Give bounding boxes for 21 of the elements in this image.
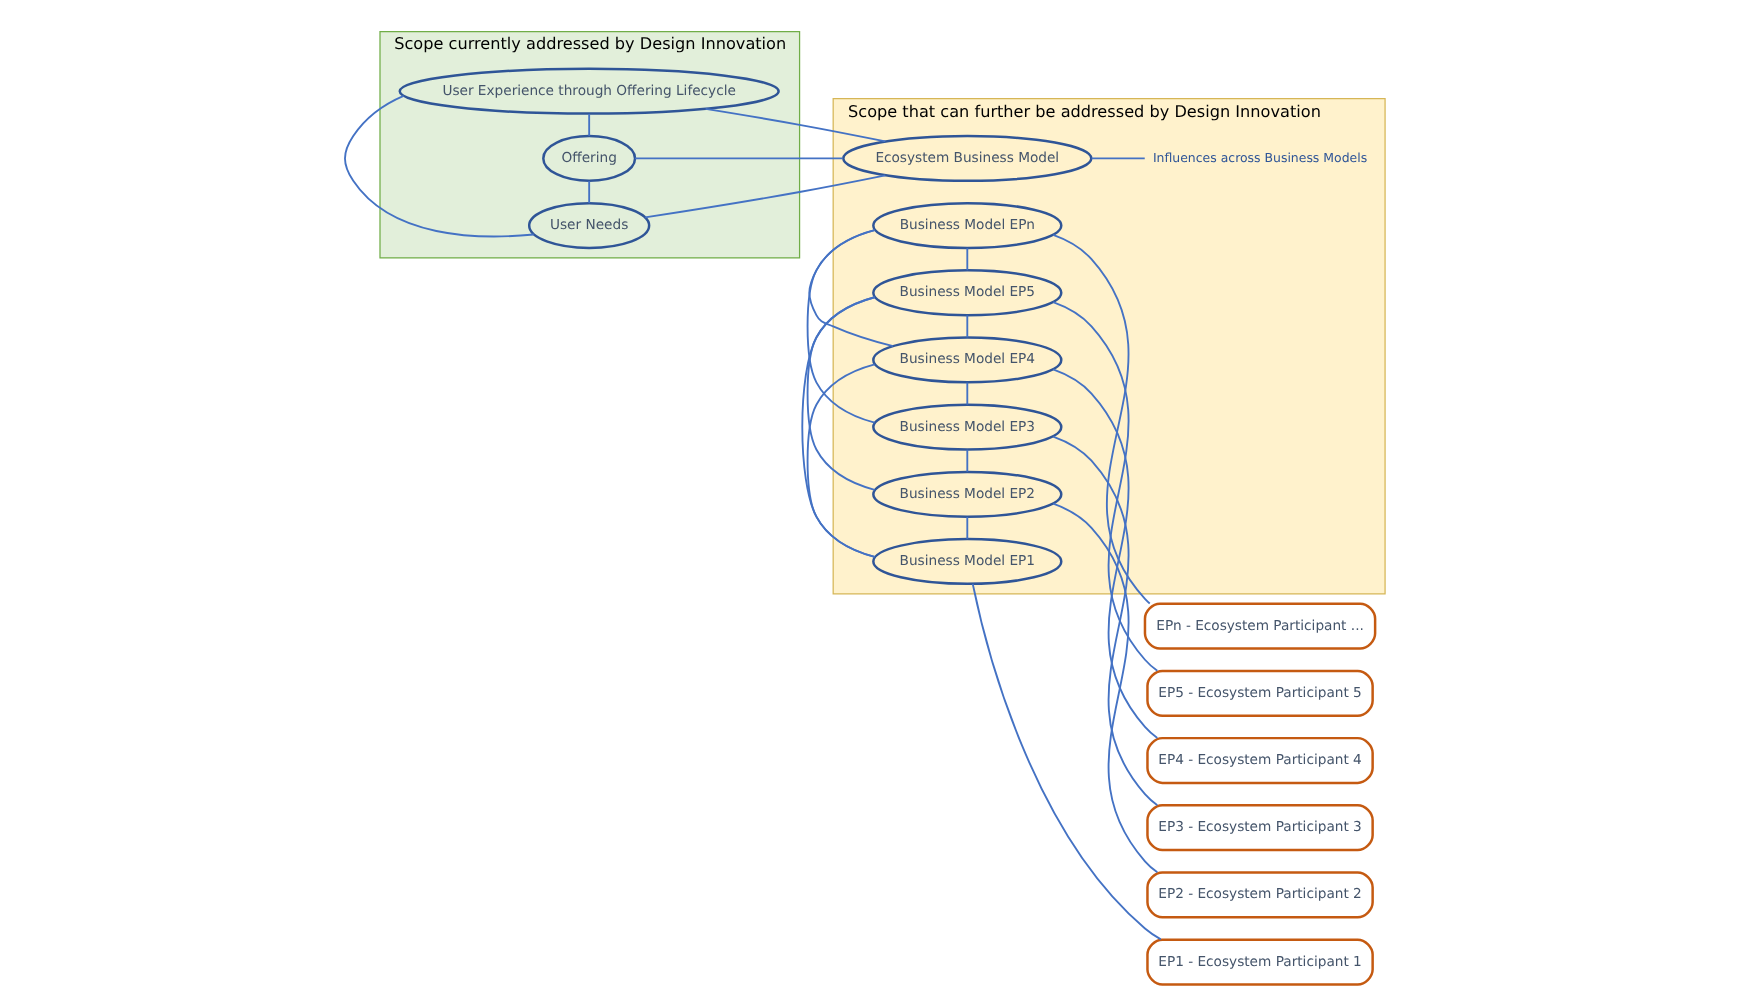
connector	[805, 296, 875, 491]
connector	[587, 112, 590, 137]
connector	[965, 314, 968, 339]
connector	[800, 296, 875, 558]
connector	[643, 174, 886, 219]
connector	[1051, 435, 1158, 807]
connector	[1051, 301, 1158, 672]
connector	[1051, 502, 1158, 874]
connector	[970, 582, 1161, 941]
connector	[965, 247, 968, 272]
connector	[343, 94, 534, 238]
connector	[807, 229, 893, 348]
connector	[703, 107, 886, 143]
connector	[1089, 157, 1145, 160]
connector	[965, 381, 968, 406]
connector	[1051, 368, 1158, 739]
connector	[587, 180, 590, 204]
connector	[633, 157, 843, 160]
connector	[965, 516, 968, 540]
connector	[965, 448, 968, 473]
connector	[1051, 234, 1150, 605]
